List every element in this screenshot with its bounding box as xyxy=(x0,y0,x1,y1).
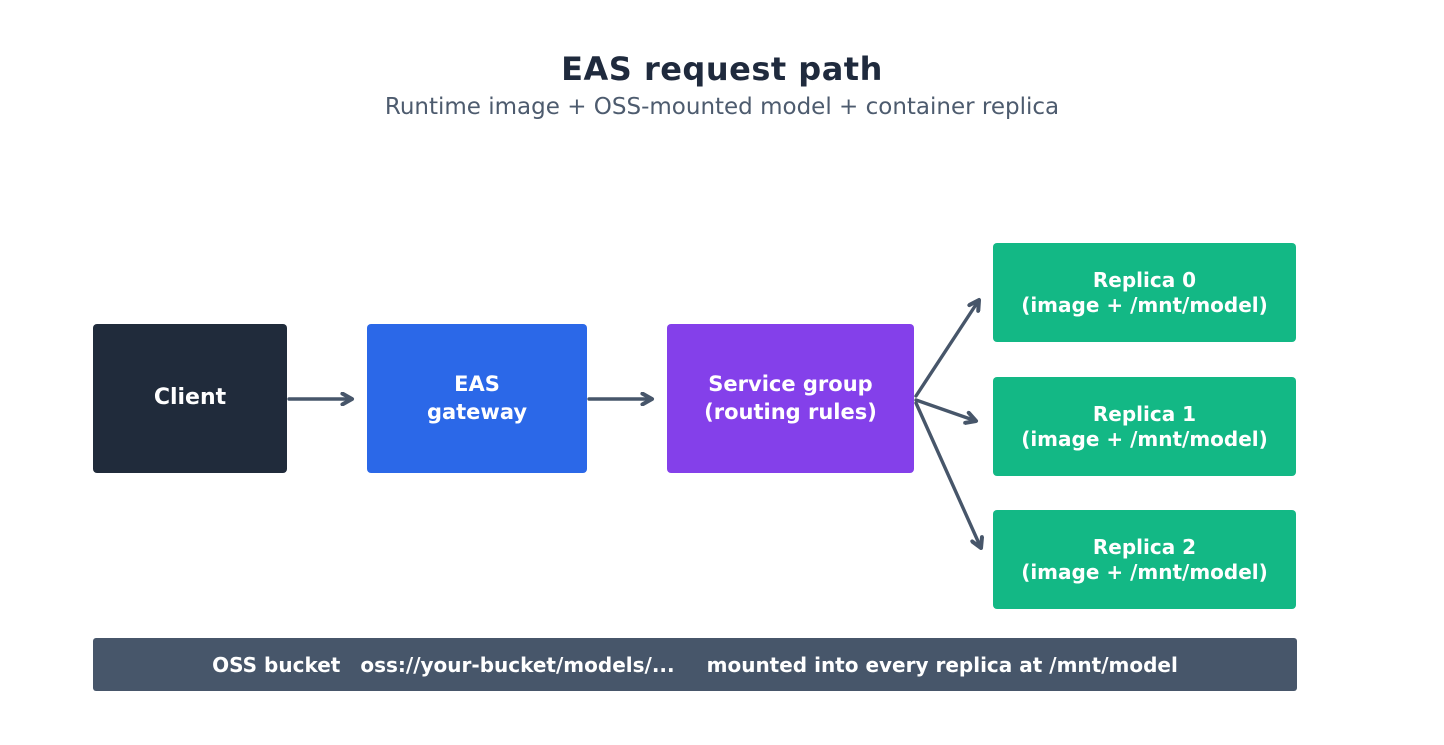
arrow-service-to-replica0 xyxy=(914,300,979,398)
node-eas-gateway-label-line1: EAS xyxy=(454,372,500,397)
node-replica-0-label-line1: Replica 0 xyxy=(1092,268,1197,293)
node-replica-2: Replica 2 (image + /mnt/model) xyxy=(993,510,1296,609)
node-service-group-label-line1: Service group xyxy=(708,372,873,397)
arrow-service-to-replica2 xyxy=(914,401,981,548)
node-service-group: Service group (routing rules) xyxy=(667,324,914,473)
node-service-group-label-line2: (routing rules) xyxy=(704,399,877,424)
node-eas-gateway-label-line2: gateway xyxy=(426,399,528,424)
oss-bucket-footer-bar: OSS bucket oss://your-bucket/models/... … xyxy=(93,638,1297,691)
node-replica-1-label-line1: Replica 1 xyxy=(1092,402,1197,427)
footer-oss-path: oss://your-bucket/models/... xyxy=(360,652,675,677)
node-replica-0-label-line2: (image + /mnt/model) xyxy=(1021,292,1268,317)
page-subtitle: Runtime image + OSS-mounted model + cont… xyxy=(384,94,1060,120)
footer-oss-bucket-label: OSS bucket xyxy=(212,652,341,677)
node-replica-1-label-line2: (image + /mnt/model) xyxy=(1021,426,1268,451)
node-eas-gateway: EAS gateway xyxy=(367,324,587,473)
node-client: Client xyxy=(93,324,287,473)
node-replica-0: Replica 0 (image + /mnt/model) xyxy=(993,243,1296,342)
node-client-label: Client xyxy=(153,385,227,411)
node-replica-2-label-line2: (image + /mnt/model) xyxy=(1021,559,1268,584)
arrow-service-to-replica1 xyxy=(914,398,976,421)
node-replica-2-label-line1: Replica 2 xyxy=(1092,535,1197,560)
page-title: EAS request path xyxy=(561,50,883,88)
node-replica-1: Replica 1 (image + /mnt/model) xyxy=(993,377,1296,476)
footer-mount-note: mounted into every replica at /mnt/model xyxy=(706,652,1178,677)
